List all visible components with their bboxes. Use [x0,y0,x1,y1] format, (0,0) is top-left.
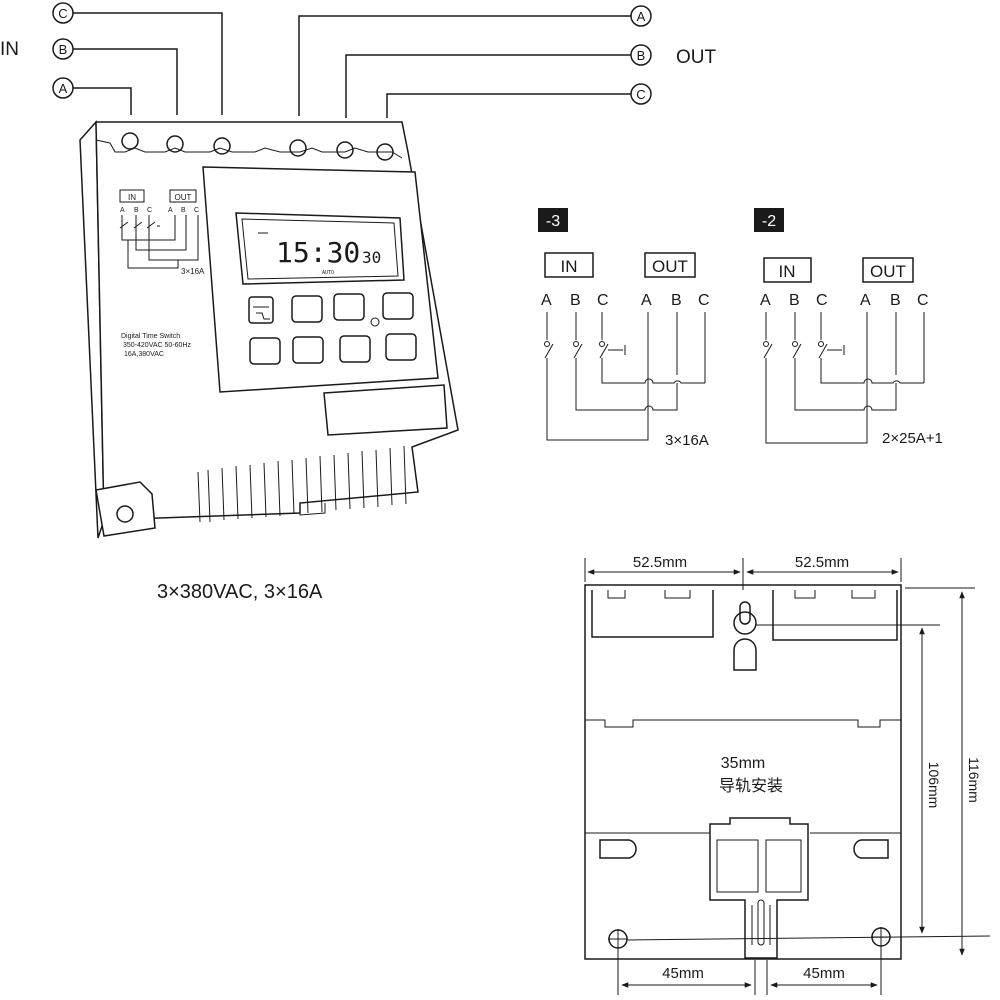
svg-text:3×16A: 3×16A [181,267,205,276]
svg-text:16A,380VAC: 16A,380VAC [124,351,164,358]
svg-text:IN: IN [561,257,578,276]
svg-text:C: C [147,207,152,214]
svg-text:IN: IN [128,193,136,202]
dim-top-left: 52.5mm [633,554,687,571]
panel-schematic: IN OUT A B C A B C 3×16A [119,189,205,276]
dim-rail: 35mm [721,755,765,772]
badge-3 [538,208,568,232]
svg-text:C: C [636,87,645,102]
svg-text:A: A [168,207,173,214]
dim-height-inner: 106mm [926,762,942,809]
wiring-diagram-3: -3 IN OUT A B C A B C 3×16A [538,208,710,449]
svg-text:A: A [860,292,871,309]
svg-text:B: B [59,42,68,57]
wiring-3-out-box [644,252,696,278]
svg-text:B: B [570,292,581,309]
svg-text:B: B [890,292,901,309]
svg-text:A: A [637,9,646,24]
badge-2 [754,208,784,232]
svg-text:B: B [637,48,646,63]
svg-text:A: A [760,292,771,309]
button-row-top [248,292,414,327]
terminal-callout-left-b: B [52,38,178,115]
svg-text:OUT: OUT [870,262,906,281]
lcd-time: 15:30 [276,236,360,269]
svg-text:IN: IN [779,262,796,281]
device-out-label: OUT [676,47,717,68]
svg-text:A: A [59,81,68,96]
svg-text:-3: -3 [546,213,560,230]
dim-top-right: 52.5mm [795,554,849,571]
svg-text:B: B [181,207,186,214]
device-view: IN OUT C B A A B [0,2,717,603]
svg-text:C: C [816,292,828,309]
device-button-4 [382,292,414,320]
wiring-3-in-box [544,252,594,278]
device-button-1 [248,296,274,324]
device-button-2 [291,295,323,323]
svg-text:B: B [134,207,139,214]
device-body: 15:30 30 AUTO [79,120,459,539]
device-button-3 [333,293,365,321]
svg-text:-2: -2 [762,213,776,230]
svg-text:A: A [541,292,552,309]
vent-slots [197,445,407,523]
lcd-display: 15:30 30 AUTO [235,212,405,285]
lcd-mode: AUTO [322,270,334,276]
svg-text:B: B [671,292,682,309]
terminal-callout-right-c: C [386,83,652,118]
dimension-drawing: 52.5mm 52.5mm 35mm 导轨安装 [584,554,991,995]
svg-text:350-420VAC 50-60Hz: 350-420VAC 50-60Hz [123,342,191,349]
device-button-8 [385,333,417,361]
button-row-bottom [249,333,417,365]
svg-text:Digital Time Switch: Digital Time Switch [121,333,180,340]
device-button-7 [339,335,371,363]
lcd-seconds: 30 [362,248,381,267]
dim-bottom-right: 45mm [803,965,845,982]
svg-text:A: A [120,207,125,214]
svg-text:A: A [641,292,652,309]
wiring-2-in-box [763,257,812,283]
spec-text: Digital Time Switch 350-420VAC 50-60Hz 1… [121,333,191,358]
device-button-6 [292,336,324,364]
device-caption: 3×380VAC, 3×16A [157,581,323,603]
dim-bottom-left: 45mm [662,965,704,982]
svg-text:OUT: OUT [175,193,192,202]
device-in-label: IN [0,39,19,60]
terminal-callout-right-b: B [345,44,652,118]
label-window [323,384,448,436]
svg-text:C: C [698,292,710,309]
svg-text:B: B [789,292,800,309]
svg-text:C: C [917,292,929,309]
device-button-5 [249,337,281,365]
wiring-diagram-2: -2 IN OUT A B C A B C 2×25A+1 [754,208,943,447]
svg-text:OUT: OUT [652,257,688,276]
terminal-callout-right-a: A [298,5,652,116]
wiring-3-rating: 3×16A [665,432,709,449]
wiring-2-out-box [862,257,914,283]
dim-rail-cn: 导轨安装 [719,776,783,795]
terminal-callout-left-a: A [52,77,132,115]
terminal-callout-left-c: C [52,2,223,115]
svg-text:C: C [194,207,199,214]
svg-text:C: C [597,292,609,309]
wiring-2-rating: 2×25A+1 [882,430,943,447]
housing-outline [584,584,902,960]
svg-text:C: C [58,6,67,21]
dim-height-outer: 116mm [966,757,982,803]
